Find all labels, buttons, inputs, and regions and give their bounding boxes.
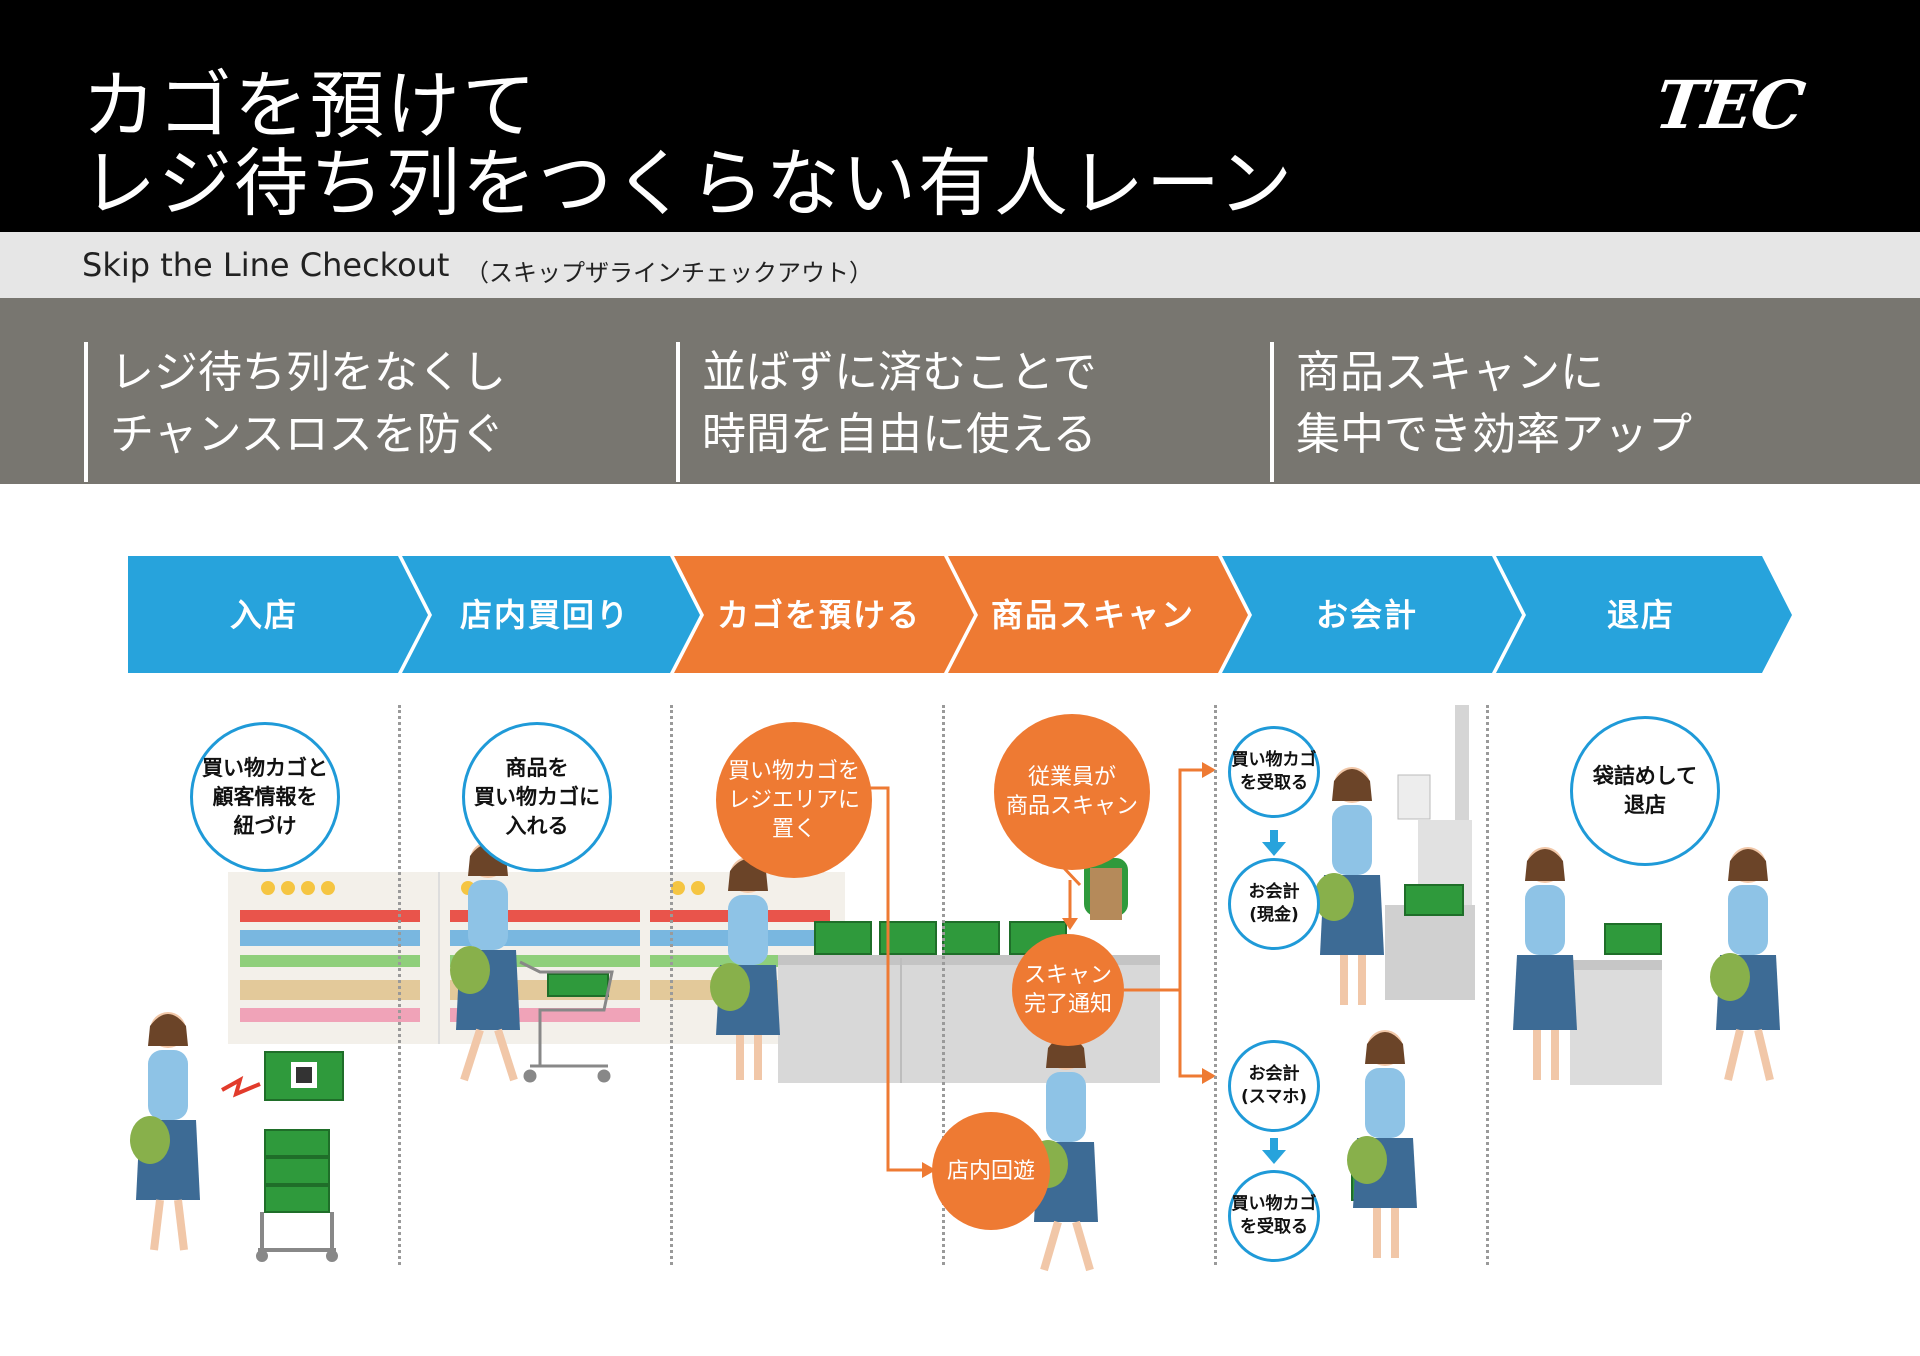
bubble-place-basket: 買い物カゴを レジエリアに 置く [716,722,872,878]
benefit-2-line2: 時間を自由に使える [702,409,1097,460]
bubble-scan-done: スキャン 完了通知 [1012,934,1124,1046]
subtitle-japanese: （スキップザラインチェックアウト） [465,259,873,287]
divider-2 [670,705,673,1265]
subtitle-english: Skip the Line Checkout [82,246,450,284]
bubble-receive-basket-2: 買い物カゴ を受取る [1228,1170,1320,1262]
divider-1 [398,705,401,1265]
step-chevron-1 [128,556,428,673]
step-chevron-3 [674,556,974,673]
subtitle-bar: Skip the Line Checkout （スキップザラインチェックアウト） [0,232,1920,298]
benefit-2-line1: 並ばずに済むことで [702,347,1097,398]
benefit-1-line2: チャンスロスを防ぐ [110,409,505,460]
shopping-cart [519,960,614,1083]
divider-3 [942,705,945,1265]
step-label-browse: 店内買回り [459,596,630,634]
flow-lines [860,768,1202,1172]
step-label-exit: 退店 [1606,596,1675,634]
step-label-enter: 入店 [229,596,298,634]
divider-4 [1214,705,1217,1265]
step-label-scan: 商品スキャン [990,596,1195,634]
benefit-3-line2: 集中でき効率アップ [1296,409,1692,460]
payment-kiosk [1385,705,1475,1000]
benefit-2: 並ばずに済むことで 時間を自由に使える [676,342,1097,482]
benefit-1-line1: レジ待ち列をなくし [110,347,506,398]
bubble-pay-phone: お会計 (スマホ) [1228,1040,1320,1132]
bubble-staff-scan: 従業員が 商品スキャン [994,714,1150,870]
process-arrow [128,556,1792,673]
bubble-link-basket: 買い物カゴと 顧客情報を 紐づけ [190,722,340,872]
step-chevron-5 [1222,556,1522,673]
bubble-browse-store: 店内回遊 [932,1112,1050,1230]
bubble-add-items: 商品を 買い物カゴに 入れる [462,722,612,872]
blue-down-arrows [1262,830,1286,1164]
basket-cart [256,1212,338,1262]
bubble-pay-cash: お会計 (現金) [1228,858,1320,950]
step-label-pay: お会計 [1315,596,1418,634]
step-chevron-4 [948,556,1248,673]
step-label-leave-basket: カゴを預ける [716,596,921,634]
step-chevron-6 [1496,556,1792,673]
benefit-3-line1: 商品スキャンに [1296,347,1604,398]
title-line-1: カゴを預けて [82,63,538,149]
header: カゴを預けて レジ待ち列をつくらない有人レーン TEC [0,0,1920,232]
bubble-receive-basket-1: 買い物カゴ を受取る [1228,726,1320,818]
scan-signal-icon [221,1075,261,1098]
packing-table [1570,960,1662,1085]
bubble-bag-exit: 袋詰めして 退店 [1570,716,1720,866]
divider-5 [1486,705,1489,1265]
baskets [264,884,1662,1213]
flow-arrowheads [922,762,1216,1178]
benefit-3: 商品スキャンに 集中でき効率アップ [1270,342,1692,482]
step-chevron-2 [402,556,700,673]
title-line-2: レジ待ち列をつくらない有人レーン [82,141,1295,227]
benefits-band: レジ待ち列をなくし チャンスロスを防ぐ 並ばずに済むことで 時間を自由に使える … [0,298,1920,484]
benefit-1: レジ待ち列をなくし チャンスロスを防ぐ [84,342,506,482]
